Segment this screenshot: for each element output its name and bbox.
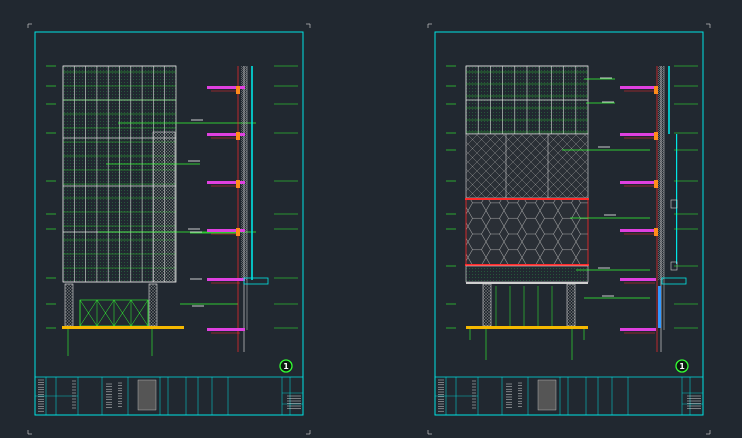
drawing-number-marker [675, 359, 689, 373]
drawing-number: 1 [283, 362, 289, 371]
anchor-bracket [654, 86, 658, 94]
sheet-border [434, 31, 704, 416]
floor-slab-section [620, 181, 656, 184]
hex-panel-bottom-band [465, 264, 589, 266]
lobby-glazing-brace [130, 299, 149, 327]
drawing-number: 1 [679, 362, 685, 371]
section-hex-line [676, 204, 678, 264]
floor-slab-section [207, 86, 245, 89]
section-blue-detail [658, 286, 661, 328]
sheet-right: 1 [427, 23, 711, 435]
base-column-right [148, 283, 158, 327]
floor-slab-section [620, 328, 656, 331]
anchor-bracket [236, 228, 240, 236]
podium-beam [466, 282, 588, 284]
floor-slab-section [620, 86, 656, 89]
drawing-number-marker [279, 359, 293, 373]
canopy-section [243, 277, 269, 285]
anchor-bracket [654, 132, 658, 140]
section-mesh-line [676, 134, 678, 204]
anchor-bracket [236, 132, 240, 140]
stone-panel-strip [152, 131, 176, 283]
anchor-bracket [236, 180, 240, 188]
lobby-glazing-brace [113, 299, 132, 327]
mesh-panel-pattern [466, 134, 588, 198]
section-structure [241, 66, 247, 280]
hex-panel-top-band [465, 198, 589, 200]
anchor-bracket [654, 228, 658, 236]
hex-panel-pattern [466, 198, 588, 266]
anchor-bracket [654, 180, 658, 188]
lower-glazing [465, 265, 589, 283]
sheet-left: 1 [27, 23, 311, 435]
floor-slab-section [620, 278, 656, 281]
floor-slab-section [207, 229, 245, 232]
anchor-bracket [236, 86, 240, 94]
title-block-logo [537, 379, 557, 411]
section-structure [658, 66, 664, 280]
floor-slab-section [207, 278, 245, 281]
floor-slab-section [207, 133, 245, 136]
lobby-glazing-brace [96, 299, 115, 327]
canopy-section [661, 277, 687, 285]
section-bracket [670, 199, 678, 209]
ground-slab [466, 326, 588, 329]
base-column-left [482, 283, 492, 327]
lobby-glazing-brace [79, 299, 98, 327]
sheet-border [34, 31, 304, 416]
base-column-right [566, 283, 576, 327]
ground-slab [62, 326, 184, 329]
floor-slab-section [620, 229, 656, 232]
floor-slab-section [207, 181, 245, 184]
base-column-left [64, 283, 74, 327]
title-block-logo [137, 379, 157, 411]
floor-slab-section [620, 133, 656, 136]
floor-slab-section [207, 328, 245, 331]
